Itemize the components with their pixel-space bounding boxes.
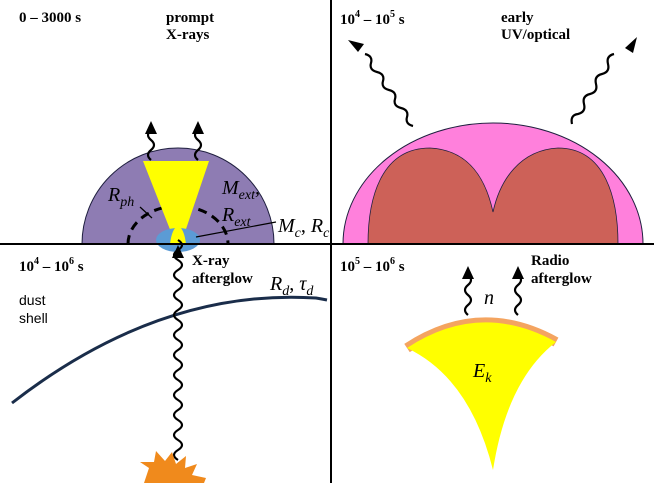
phase-label-prompt-line1: prompt: [166, 10, 214, 26]
dust-shell-arc: [11, 295, 328, 405]
phase-label-prompt-line2: X-rays: [166, 27, 209, 43]
radio-photon-right: [512, 266, 524, 316]
phase-label-early-line1: early: [501, 10, 534, 26]
label-r-ext: Rext: [221, 204, 252, 230]
label-mc-rc: Mc, Rc: [277, 215, 330, 241]
dust-shell-label-line2: shell: [19, 310, 48, 326]
panel-early-uv-optical: 104 – 105 s early UV/optical: [340, 9, 644, 245]
label-e-k: Ek: [472, 360, 492, 386]
label-m-ext: Mext,: [221, 177, 260, 203]
yellow-ejecta-cone: [407, 322, 556, 470]
label-r-ph: Rph: [107, 184, 134, 210]
panel-prompt-xrays: 0 – 3000 s prompt X-rays Rph Mext, Rext …: [19, 10, 330, 252]
label-rd-taud: Rd, τd: [269, 273, 314, 299]
panel-xray-afterglow: 104 – 106 s X-ray afterglow dust shell R…: [11, 239, 328, 483]
radio-photon-left: [462, 266, 474, 316]
xray-afterglow-photon: [172, 239, 184, 461]
phase-label-xray-line2: afterglow: [192, 271, 253, 287]
explosion-star: [140, 451, 206, 483]
label-n-density: n: [484, 287, 494, 309]
phase-label-radio-line1: Radio: [531, 253, 569, 269]
prompt-photon-left: [145, 121, 157, 161]
phase-label-early-line2: UV/optical: [501, 27, 570, 43]
dashed-photosphere: [126, 204, 230, 245]
time-range-prompt: 0 – 3000 s: [19, 10, 81, 26]
red-inner-ejecta: [367, 147, 619, 245]
yellow-jet-base: [170, 226, 186, 244]
time-range-xray: 104 – 106 s: [19, 256, 84, 275]
time-range-early: 104 – 105 s: [340, 9, 405, 28]
prompt-photon-right: [192, 121, 204, 161]
dust-shell-label-line1: dust: [19, 292, 46, 308]
phase-label-radio-line2: afterglow: [531, 271, 592, 287]
uv-photon-right: [570, 37, 637, 125]
uv-photon-left: [348, 40, 414, 128]
panel-radio-afterglow: 105 – 106 s Radio afterglow n Ek: [340, 253, 592, 470]
photosphere-pointer-line: [139, 206, 153, 219]
core-pointer-line: [195, 221, 277, 238]
yellow-jet-cone: [143, 161, 209, 232]
phase-label-xray-line1: X-ray: [192, 253, 230, 269]
time-range-radio: 105 – 106 s: [340, 256, 405, 275]
